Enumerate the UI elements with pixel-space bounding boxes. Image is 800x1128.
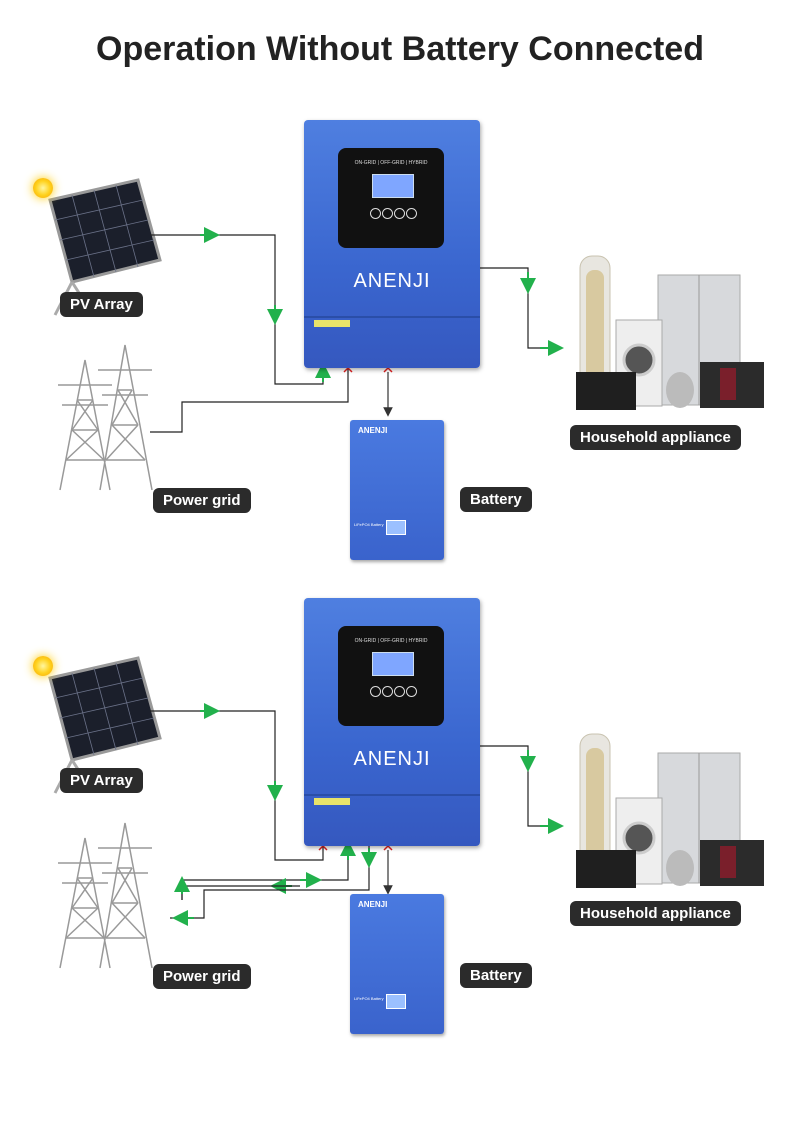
- appliances-icon: [576, 255, 764, 410]
- pv-wire: [150, 710, 324, 861]
- battery-model-text: LiFePO4 Battery: [354, 996, 384, 1001]
- battery-brand: ANENJI: [358, 900, 388, 909]
- sun-icon: [33, 656, 53, 676]
- button-icon: [394, 208, 405, 219]
- button-icon: [382, 208, 393, 219]
- battery-label: Battery: [460, 487, 532, 512]
- button-icon: [394, 686, 405, 697]
- warning-sticker: [314, 320, 350, 327]
- hybrid-inverter: ON-GRID | OFF-GRID | HYBRID ANENJI: [304, 598, 480, 846]
- battery-unit: ANENJI LiFePO4 Battery: [350, 894, 444, 1034]
- battery-unit: ANENJI LiFePO4 Battery: [350, 420, 444, 560]
- household-appliance-label: Household appliance: [570, 425, 741, 450]
- grid-export-wire: [170, 846, 370, 919]
- diagram-panel-1: PV Array Power grid Battery Household ap…: [0, 110, 800, 650]
- battery-display: [386, 520, 406, 535]
- solar-panel-icon: [48, 656, 162, 794]
- inverter-display: ON-GRID | OFF-GRID | HYBRID: [338, 626, 444, 726]
- load-wire: [480, 267, 562, 349]
- diagram-panel-2: PV Array Power grid Battery Household ap…: [0, 588, 800, 1128]
- load-wire: [480, 745, 562, 827]
- battery-brand: ANENJI: [358, 426, 388, 435]
- inverter-brand: ANENJI: [353, 270, 431, 292]
- wiring-diagram-1: [48, 178, 764, 491]
- power-grid-label: Power grid: [153, 488, 251, 513]
- power-grid-label: Power grid: [153, 964, 251, 989]
- lcd-screen: [372, 174, 414, 198]
- sun-icon: [33, 178, 53, 198]
- hybrid-inverter: ON-GRID | OFF-GRID | HYBRID ANENJI: [304, 120, 480, 368]
- inverter-mode-label: ON-GRID | OFF-GRID | HYBRID: [354, 638, 428, 644]
- lcd-screen: [372, 652, 414, 676]
- button-icon: [406, 208, 417, 219]
- inverter-mode-label: ON-GRID | OFF-GRID | HYBRID: [354, 160, 428, 166]
- inverter-brand: ANENJI: [353, 748, 431, 770]
- appliances-icon: [576, 733, 764, 888]
- button-icon: [370, 208, 381, 219]
- page-title: Operation Without Battery Connected: [96, 30, 704, 68]
- battery-display: [386, 994, 406, 1009]
- warning-sticker: [314, 798, 350, 805]
- inverter-display: ON-GRID | OFF-GRID | HYBRID: [338, 148, 444, 248]
- power-tower-icon: [58, 822, 153, 969]
- household-appliance-label: Household appliance: [570, 901, 741, 926]
- inverter-rail: [304, 794, 480, 796]
- button-icon: [406, 686, 417, 697]
- battery-model-text: LiFePO4 Battery: [354, 522, 384, 527]
- inverter-rail: [304, 316, 480, 318]
- pv-array-label: PV Array: [60, 292, 143, 317]
- power-tower-icon: [58, 344, 153, 491]
- battery-label: Battery: [460, 963, 532, 988]
- button-icon: [370, 686, 381, 697]
- button-icon: [382, 686, 393, 697]
- pv-wire: [150, 234, 324, 385]
- pv-array-label: PV Array: [60, 768, 143, 793]
- grid-wire: [150, 368, 349, 433]
- wiring-diagram-2: [48, 656, 764, 969]
